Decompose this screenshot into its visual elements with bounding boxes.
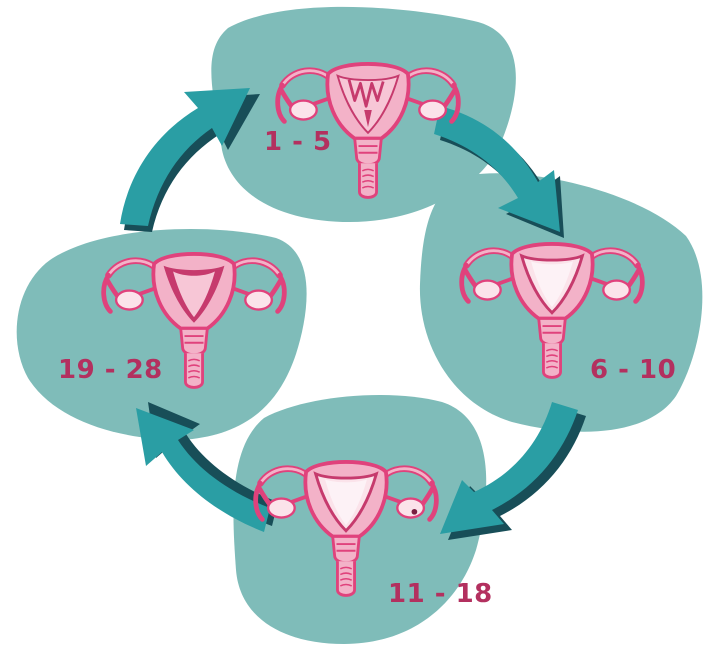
phase-label-days-19-28: 19 - 28 <box>58 355 163 385</box>
phase-label-days-1-5: 1 - 5 <box>264 127 332 157</box>
phase-label-days-6-10: 6 - 10 <box>590 355 676 385</box>
phase-label-days-11-18: 11 - 18 <box>388 579 493 609</box>
